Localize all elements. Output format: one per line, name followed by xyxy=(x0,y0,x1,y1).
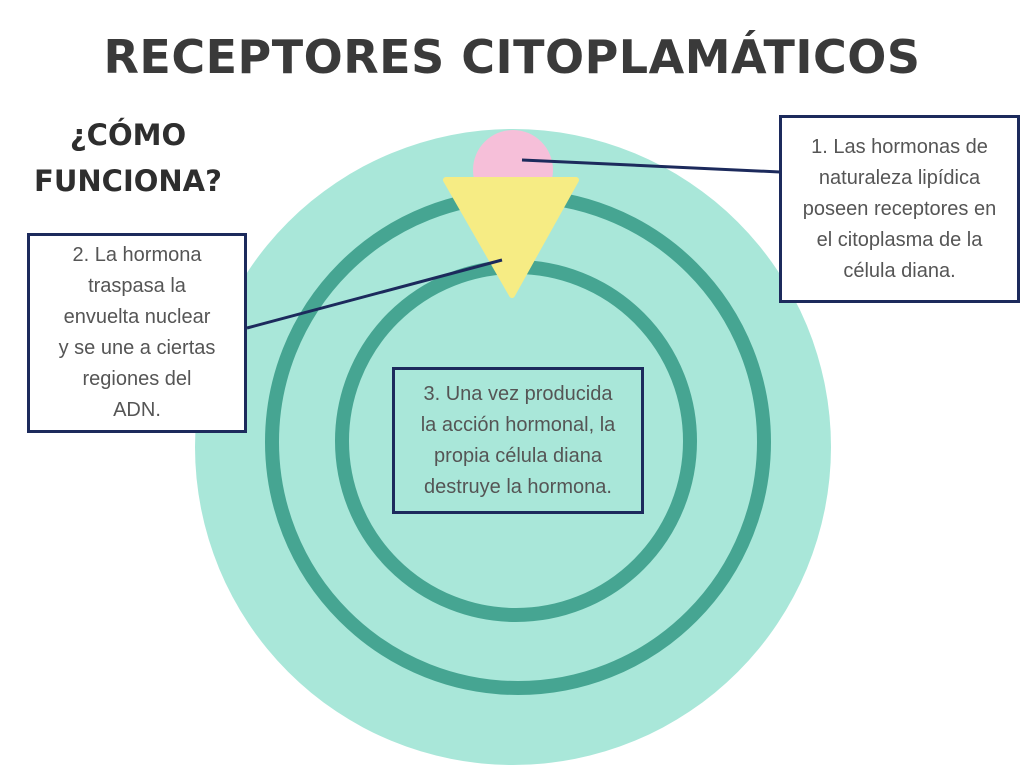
connector-line-2 xyxy=(246,258,503,330)
receptor-triangle xyxy=(443,177,579,298)
callout-step-1-text: 1. Las hormonas de naturaleza lipídica p… xyxy=(802,135,997,282)
callout-step-2-text: 2. La hormona traspasa la envuelta nucle… xyxy=(58,244,216,421)
callout-step-3: 3. Una vez producida la acción hormonal,… xyxy=(392,367,644,514)
connector-line-1 xyxy=(521,158,781,174)
callout-step-2: 2. La hormona traspasa la envuelta nucle… xyxy=(27,233,247,433)
page-title: RECEPTORES CITOPLAMÁTICOS xyxy=(103,30,921,84)
subtitle: ¿CÓMO FUNCIONA? xyxy=(34,118,222,198)
callout-step-3-text: 3. Una vez producida la acción hormonal,… xyxy=(420,382,616,498)
callout-step-1: 1. Las hormonas de naturaleza lipídica p… xyxy=(779,115,1020,303)
